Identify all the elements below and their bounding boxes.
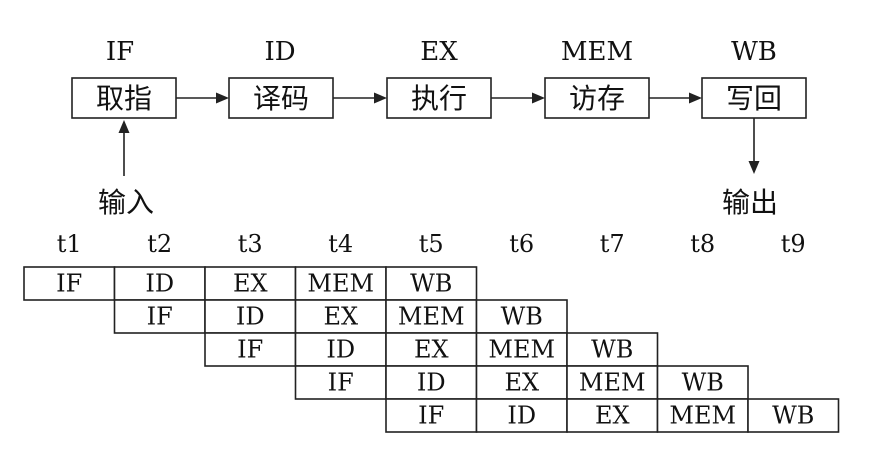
time-label: t6 [509,230,534,258]
instruction-row: IF ID EX MEM WB [294,365,749,400]
stage-cell-label: EX [414,336,449,364]
stage-cell-label: EX [233,270,268,298]
arrowhead-icon [689,92,702,104]
stage-name-label: 译码 [253,82,309,115]
pipeline-timing-table: IF ID EX MEM WB IF ID EX MEM WB IF ID EX MEM WB IF ID EX M… [23,266,840,433]
timeline-labels: t1 t2 t3 t4 t5 t6 t7 t8 t9 [57,230,806,258]
stage-cell [385,398,478,433]
stage-cell-label: WB [410,270,452,298]
time-label: t9 [781,230,806,258]
stage-box [71,77,177,119]
stage-name-label: 访存 [569,82,625,115]
stage-cell [113,266,206,301]
arrowhead-icon [216,92,229,104]
stage-cell-label: MEM [307,270,374,298]
stage-cell [475,365,568,400]
stage-code-label: WB [731,37,777,67]
stage-cell-label: IF [418,402,444,430]
stage-cell [475,398,568,433]
stage-cell-label: ID [507,402,536,430]
stage-code-label: ID [264,37,295,67]
stage-name-label: 写回 [726,82,782,115]
arrowhead-icon [118,120,130,133]
stage-id: ID 译码 [228,37,334,119]
stage-name-label: 执行 [411,82,467,115]
stage-cell [475,299,568,334]
stage-cell-label: ID [326,336,355,364]
time-label: t5 [419,230,444,258]
stage-if: IF 取指 [71,37,177,119]
stage-cell [566,365,659,400]
instruction-row: IF ID EX MEM WB [385,398,840,433]
instruction-row: IF ID EX MEM WB [23,266,478,301]
arrowhead-icon [532,92,545,104]
stage-cell-label: MEM [669,402,736,430]
time-label: t3 [238,230,263,258]
stage-cell [385,299,478,334]
instruction-row: IF ID EX MEM WB [204,332,659,367]
stage-arrow [491,92,545,104]
stage-cell [566,332,659,367]
stage-cell-label: WB [501,303,543,331]
stage-cell-label: MEM [579,369,646,397]
stage-cell [385,332,478,367]
stage-mem: MEM 访存 [544,37,650,119]
arrowhead-icon [748,161,760,174]
stage-cell-label: EX [595,402,630,430]
stage-arrow [333,92,387,104]
stage-cell-label: WB [682,369,724,397]
stage-arrow [649,92,702,104]
time-label: t1 [57,230,82,258]
stage-cell [204,299,297,334]
stage-ex: EX 执行 [386,37,492,119]
stage-wb: WB 写回 [701,37,807,119]
time-label: t4 [328,230,353,258]
stage-cell [656,398,749,433]
time-label: t8 [690,230,715,258]
stage-cell-label: ID [417,369,446,397]
stage-cell [294,332,387,367]
stage-cell [23,266,116,301]
stage-cell [747,398,840,433]
stage-cell-label: EX [504,369,539,397]
stage-name-label: 取指 [96,82,152,115]
stage-arrow [176,92,229,104]
time-label: t7 [600,230,625,258]
stage-cell-label: ID [145,270,174,298]
stage-box [228,77,334,119]
stage-cell [294,299,387,334]
input-label: 输入 [98,186,154,219]
stage-cell [566,398,659,433]
stage-cell [113,299,206,334]
stage-cell-label: IF [147,303,173,331]
stage-cell-label: IF [237,336,263,364]
instruction-row: IF ID EX MEM WB [113,299,568,334]
stage-code-label: MEM [561,37,633,67]
arrowhead-icon [374,92,387,104]
stage-cell-label: IF [328,369,354,397]
stage-cell [656,365,749,400]
stage-code-label: IF [106,37,134,67]
stage-box [386,77,492,119]
stage-flow: IF 取指 ID 译码 EX 执行 MEM 访存 WB 写回 [71,37,807,219]
stage-cell-label: IF [56,270,82,298]
stage-cell [385,266,478,301]
time-label: t2 [147,230,172,258]
stage-cell-label: ID [236,303,265,331]
input-arrow [118,120,130,176]
output-arrow [748,118,760,174]
stage-cell [204,266,297,301]
stage-cell-label: EX [323,303,358,331]
stage-cell-label: MEM [398,303,465,331]
output-label: 输出 [722,186,778,219]
stage-cell-label: WB [772,402,814,430]
stage-code-label: EX [420,37,458,67]
stage-cell-label: MEM [488,336,555,364]
stage-cell-label: WB [591,336,633,364]
